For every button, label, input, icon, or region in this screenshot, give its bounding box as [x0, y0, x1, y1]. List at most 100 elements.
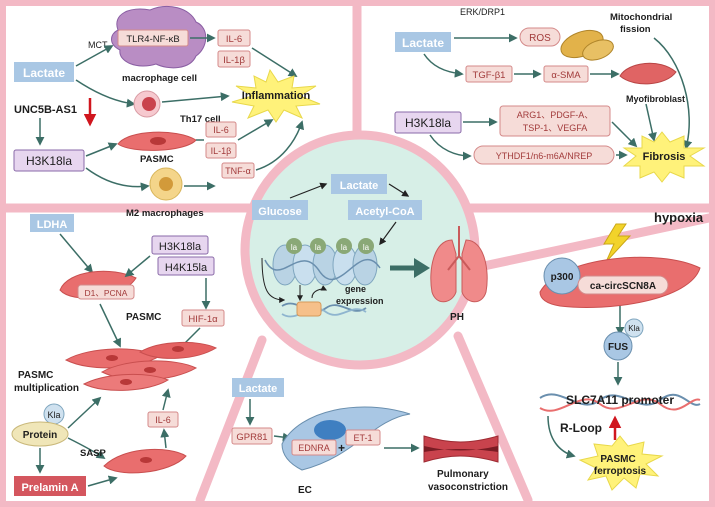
slc-label: SLC7A11 promoter [566, 393, 674, 407]
fus-label: FUS [608, 342, 628, 353]
ph-label: PH [450, 312, 464, 323]
protein-label: Protein [23, 430, 57, 441]
d1-pcna-label: D1、PCNA [85, 288, 128, 298]
tgfb1-box [465, 65, 513, 83]
ros-label: ROS [529, 33, 551, 44]
lactate-box-tr [395, 32, 451, 52]
h3k18la-box-tl [13, 149, 85, 172]
circ-label: ca-circSCN8A [590, 281, 656, 292]
plus-sign: + [338, 441, 345, 455]
fibrosis-star-icon [622, 131, 706, 183]
mct-label: MCT [88, 40, 108, 50]
expression-label: expression [336, 296, 384, 306]
fibrosis-label: Fibrosis [643, 151, 686, 163]
tlr4-label: TLR4-NF-κB [126, 34, 179, 45]
ednra-box [291, 439, 337, 456]
pasmc-cluster-icon [64, 341, 218, 391]
acetyl-coa-box [348, 200, 422, 220]
la-marks: la la la la [286, 238, 374, 254]
sasp-label: SASP [80, 448, 107, 459]
il1b-label-tl2: IL-1β [211, 146, 232, 156]
h3k18la-label-tr: H3K18la [405, 116, 451, 130]
tgfb1-label: TGF-β1 [473, 70, 506, 81]
unc5b-label: UNC5B-AS1 [14, 104, 77, 116]
et1-label: ET-1 [353, 433, 372, 443]
th17-label: Th17 cell [180, 114, 221, 125]
pasmc-label-tl: PASMC [140, 154, 174, 165]
ec-label: EC [298, 485, 312, 496]
il6-label-l: IL-6 [155, 415, 171, 425]
ldha-box [30, 214, 74, 232]
ldha-label: LDHA [37, 219, 68, 231]
p300-circle [543, 257, 581, 295]
d1-pcna-box [77, 284, 135, 300]
vessel-icon [423, 435, 499, 463]
h4k15la-box [157, 256, 215, 276]
ec-nucleus-icon [314, 420, 346, 440]
myofibroblast-label: Myofibroblast [626, 94, 685, 104]
hif1a-label: HIF-1α [188, 314, 218, 325]
pasmc-label-l: PASMC [126, 312, 161, 323]
h3k18la-box-l [151, 235, 209, 255]
tnfa-box [221, 162, 255, 179]
hypoxia-label: hypoxia [654, 210, 704, 225]
circ-box [577, 275, 669, 295]
erk-label: ERK/DRP1 [460, 7, 505, 17]
et1-box [345, 429, 381, 446]
ednra-label: EDNRA [298, 443, 330, 453]
m2-label: M2 macrophages [126, 208, 204, 219]
h3k18la-label-tl: H3K18la [26, 154, 72, 168]
nucleosome-icon [264, 244, 381, 286]
lactate-label-center: Lactate [340, 180, 379, 192]
lungs-icon [430, 226, 488, 303]
lactate-box-center [331, 174, 387, 194]
pulmonary-label-2: vasoconstriction [428, 482, 508, 493]
h3k18la-label-l: H3K18la [159, 241, 202, 253]
ferroptosis-star-icon [578, 435, 664, 491]
hif1a-box [181, 309, 225, 327]
fission-label: fission [620, 24, 651, 35]
il6-label-tl2: IL-6 [213, 125, 229, 135]
kla-label-r: Kla [628, 324, 640, 333]
glucose-box [252, 200, 308, 220]
protein-icon [11, 421, 69, 447]
bottom-center-section: Lactate GPR81 EDNRA + ET-1 EC Pulmonary … [231, 378, 508, 496]
h3k18la-box-tr [394, 111, 462, 134]
ros-box [519, 27, 561, 47]
h4k15la-label: H4K15la [165, 262, 208, 274]
inflammation-label: Inflammation [242, 90, 311, 102]
il6-label-tl: IL-6 [226, 34, 242, 45]
glucose-label: Glucose [258, 206, 301, 218]
lactate-box-bc [232, 378, 284, 397]
ferro-label-2: ferroptosis [594, 466, 647, 477]
lactate-label-bc: Lactate [239, 383, 278, 395]
lactate-label-tl: Lactate [23, 66, 65, 80]
il1b-box-tl [217, 50, 251, 68]
multiplication-label-1: PASMC [18, 370, 53, 381]
gpr81-box [231, 427, 273, 445]
right-section: hypoxia p300 ca-circSCN8A Kla FUS SLC7A1… [539, 210, 704, 491]
pulmonary-label-1: Pulmonary [437, 469, 489, 480]
top-right-section: Lactate ERK/DRP1 ROS Mitochondrial fissi… [394, 7, 706, 183]
asma-box [543, 65, 589, 83]
tnfa-label: TNF-α [225, 166, 251, 176]
ferro-label-1: PASMC [600, 454, 635, 465]
tlr4-box [117, 29, 189, 47]
center-section: Lactate Glucose Acetyl-CoA la la la la [252, 174, 488, 323]
lactate-box-tl [14, 62, 74, 82]
multiplication-label-2: multiplication [14, 383, 79, 394]
left-section: LDHA H3K18la H4K15la D1、PCNA PASMC HIF-1… [11, 214, 225, 496]
gene-label: gene [345, 284, 366, 294]
la-mark-2: la [315, 243, 322, 252]
myofibroblast-icon [619, 62, 677, 85]
la-mark-4: la [363, 243, 370, 252]
la-mark-3: la [341, 243, 348, 252]
prelamin-label: Prelamin A [21, 482, 78, 494]
acetyl-coa-label: Acetyl-CoA [355, 206, 414, 218]
arg1-box [499, 105, 611, 137]
il1b-label-tl: IL-1β [223, 55, 245, 66]
macrophage-cell-label: macrophage cell [122, 73, 197, 84]
